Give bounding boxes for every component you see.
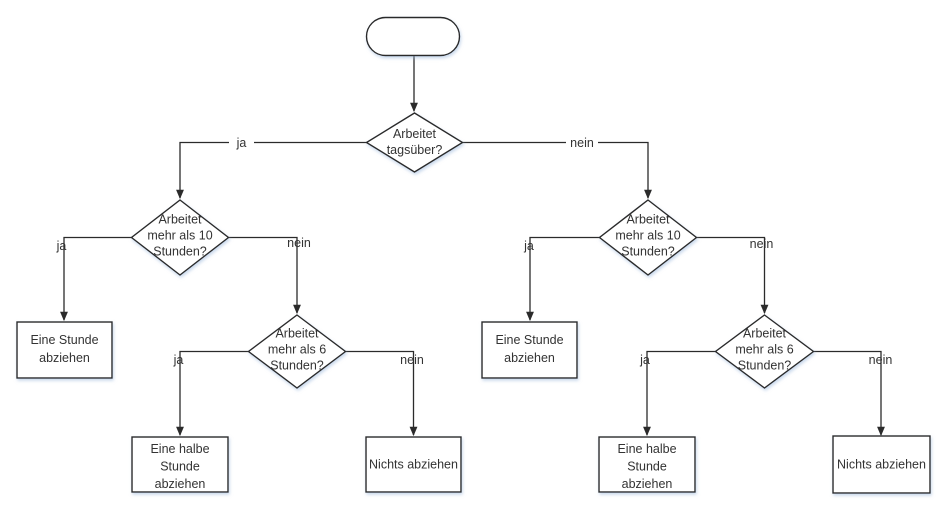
process-half-hour-left-line2: Stunde — [160, 460, 200, 474]
connector-6h-left-to-nothing — [345, 350, 418, 437]
decision-6h-right-line2: mehr als 6 — [735, 343, 793, 357]
decision-6h-right-line1: Arbeitet — [743, 327, 787, 341]
edge-label-daytime-nein: nein — [570, 136, 594, 150]
process-one-hour-right: Eine Stunde abziehen — [481, 321, 578, 379]
process-half-hour-right-box — [598, 436, 696, 493]
decision-10h-left-diamond — [130, 199, 230, 276]
edge-label-6h-right-nein: nein — [869, 353, 893, 367]
process-half-hour-left: Eine halbe Stunde abziehen — [131, 436, 229, 493]
decision-10h-right-line3: Stunden? — [621, 245, 675, 259]
decision-6h-left-line3: Stunden? — [270, 359, 324, 373]
edge-label-6h-left-nein: nein — [400, 353, 424, 367]
process-one-hour-right-box — [481, 321, 578, 379]
process-half-hour-left-line3: abziehen — [155, 477, 206, 491]
edge-label-6h-right-ja: ja — [639, 353, 650, 367]
decision-10h-right-line2: mehr als 10 — [615, 229, 680, 243]
decision-6h-right: Arbeitet mehr als 6 Stunden? — [714, 314, 815, 389]
connector-daytime-to-10h-right — [462, 141, 652, 200]
decision-6h-left-line1: Arbeitet — [275, 327, 319, 341]
connector-10h-left-to-one-hour — [60, 236, 132, 322]
process-one-hour-right-line2: abziehen — [504, 351, 555, 365]
connector-10h-right-to-one-hour — [526, 236, 600, 322]
edge-label-bg — [566, 135, 598, 149]
process-half-hour-right-line1: Eine halbe — [617, 442, 676, 456]
decision-6h-left-diamond — [247, 314, 347, 389]
process-half-hour-left-box — [131, 436, 229, 493]
edge-label-bg — [229, 135, 254, 149]
connector-6h-left-to-half-hour — [176, 350, 249, 437]
process-one-hour-left-line2: abziehen — [39, 351, 90, 365]
start-terminator — [365, 16, 461, 57]
connector-6h-right-to-nothing — [813, 350, 885, 437]
process-nothing-left-box — [365, 436, 462, 493]
edge-label-10h-right-nein: nein — [750, 237, 774, 251]
decision-10h-left-line3: Stunden? — [153, 245, 207, 259]
decision-10h-left-line1: Arbeitet — [158, 213, 202, 227]
process-half-hour-left-line1: Eine halbe — [150, 442, 209, 456]
edge-label-daytime-ja: ja — [236, 136, 247, 150]
decision-daytime: Arbeitet tagsüber? — [365, 112, 464, 173]
process-nothing-right: Nichts abziehen — [832, 435, 931, 494]
process-nothing-left-line1: Nichts abziehen — [369, 458, 458, 472]
process-nothing-right-line1: Nichts abziehen — [837, 458, 926, 472]
decision-daytime-diamond — [365, 112, 464, 173]
decision-6h-left: Arbeitet mehr als 6 Stunden? — [247, 314, 347, 389]
decision-10h-left: Arbeitet mehr als 10 Stunden? — [130, 199, 230, 276]
process-half-hour-right-line2: Stunde — [627, 460, 667, 474]
connector-10h-right-to-6h-right — [696, 236, 769, 315]
edge-label-10h-left-ja: ja — [56, 239, 67, 253]
decision-daytime-line2: tagsüber? — [387, 143, 443, 157]
edge-label-6h-left-ja: ja — [173, 353, 184, 367]
process-nothing-left: Nichts abziehen — [365, 436, 462, 493]
connectors — [60, 55, 885, 437]
decision-6h-left-line2: mehr als 6 — [268, 343, 326, 357]
connector-6h-right-to-half-hour — [643, 350, 716, 437]
edge-label-10h-left-nein: nein — [287, 236, 311, 250]
decision-10h-right: Arbeitet mehr als 10 Stunden? — [598, 199, 698, 276]
process-half-hour-right: Eine halbe Stunde abziehen — [598, 436, 696, 493]
edge-labels: ja nein ja nein ja nein ja nein ja nein — [56, 135, 893, 367]
decision-10h-right-line1: Arbeitet — [626, 213, 670, 227]
decision-daytime-line1: Arbeitet — [393, 127, 437, 141]
process-one-hour-left-box — [16, 321, 113, 379]
decision-10h-right-diamond — [598, 199, 698, 276]
process-half-hour-right-line3: abziehen — [622, 477, 673, 491]
process-one-hour-left: Eine Stunde abziehen — [16, 321, 113, 379]
process-one-hour-left-line1: Eine Stunde — [30, 333, 98, 347]
process-one-hour-right-line1: Eine Stunde — [495, 333, 563, 347]
edge-label-10h-right-ja: ja — [523, 239, 534, 253]
connector-daytime-to-10h-left — [176, 141, 367, 200]
decision-10h-left-line2: mehr als 10 — [147, 229, 212, 243]
connector-10h-left-to-6h-left — [228, 236, 301, 315]
shapes: Arbeitet tagsüber? Arbeitet mehr als 10 … — [16, 16, 931, 494]
decision-6h-right-diamond — [714, 314, 815, 389]
decision-6h-right-line3: Stunden? — [738, 359, 792, 373]
process-nothing-right-box — [832, 435, 931, 494]
